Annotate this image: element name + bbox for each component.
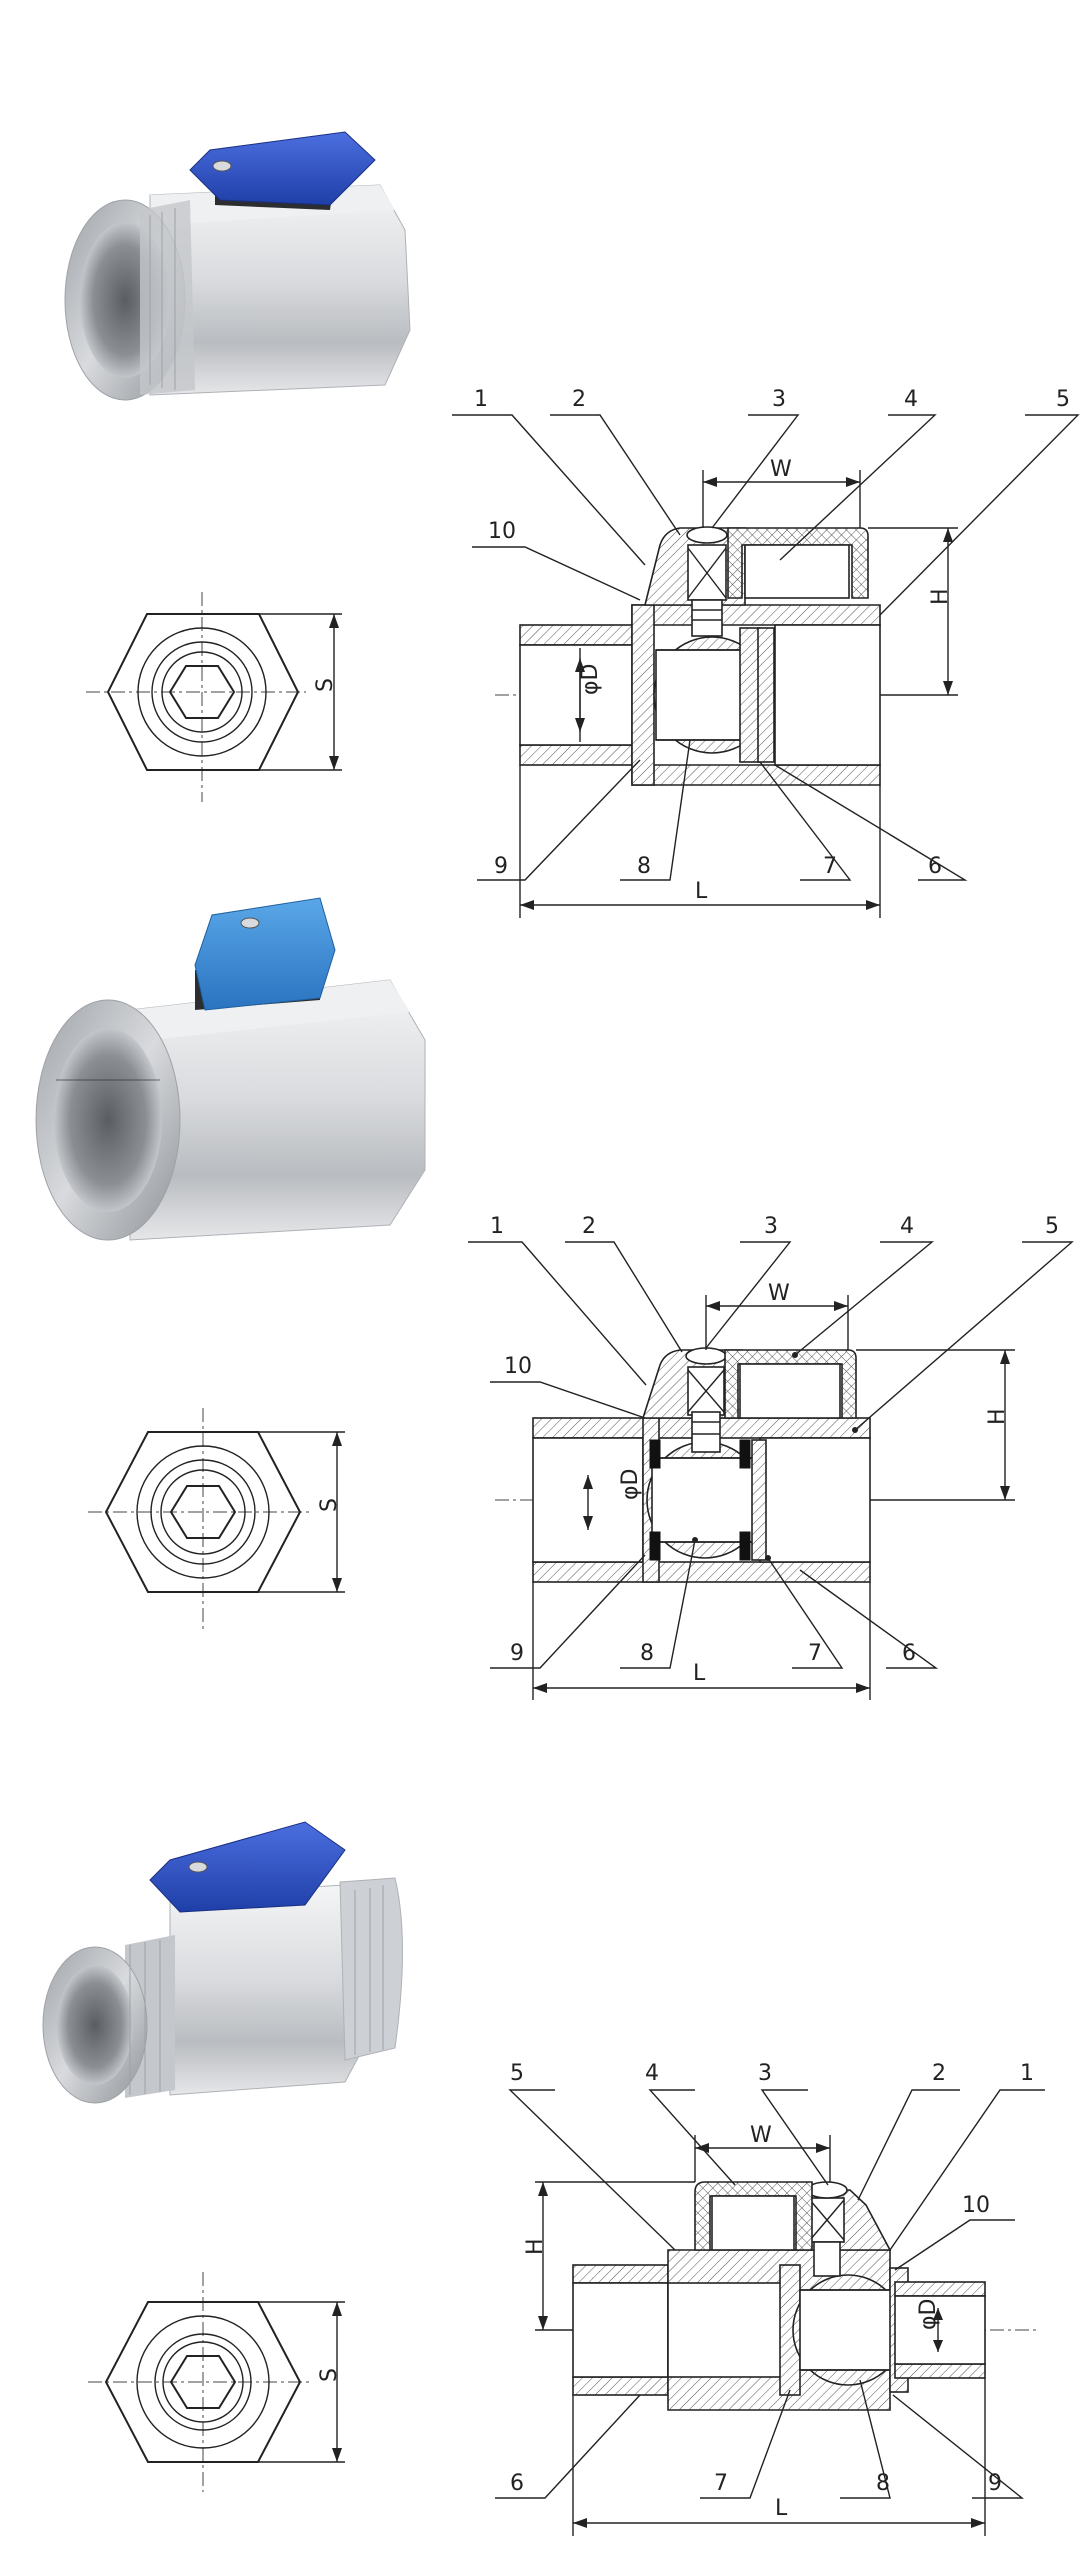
part-label-8: 8: [637, 854, 651, 879]
valve-male-male-photo: [42, 1821, 403, 2104]
part-label-7b: 7: [808, 1641, 822, 1666]
dim-h-1: H: [928, 588, 953, 605]
part-label-3c: 3: [758, 2061, 772, 2086]
dim-w-3: W: [750, 2123, 772, 2148]
part-label-10c: 10: [962, 2193, 990, 2218]
dim-s-3: S: [317, 2368, 342, 2382]
part-label-4c: 4: [645, 2061, 659, 2086]
part-label-9b: 9: [510, 1641, 524, 1666]
dim-l-2: L: [693, 1661, 706, 1686]
part-label-3: 3: [772, 387, 786, 412]
part-label-1c: 1: [1020, 2061, 1034, 2086]
hex-end-view-2: S: [88, 1408, 345, 1632]
dim-h-3: H: [523, 2238, 548, 2255]
part-label-6c: 6: [510, 2471, 524, 2496]
part-label-7c: 7: [714, 2471, 728, 2496]
part-label-10b: 10: [504, 1354, 532, 1379]
dim-w-1: W: [770, 457, 792, 482]
part-label-2b: 2: [582, 1214, 596, 1239]
part-label-4b: 4: [900, 1214, 914, 1239]
part-label-9c: 9: [988, 2471, 1002, 2496]
part-label-9: 9: [494, 854, 508, 879]
valve-section-2: W H φD L 1 2 3 4 5 10 9 8 7 6: [468, 1214, 1074, 1700]
part-label-4: 4: [904, 387, 918, 412]
part-label-2: 2: [572, 387, 586, 412]
dim-d-2: φD: [618, 1469, 643, 1500]
dim-l-1: L: [695, 879, 708, 904]
hex-end-view-3: S: [88, 2272, 345, 2492]
dim-s-1: S: [313, 678, 338, 692]
part-label-6b: 6: [902, 1641, 916, 1666]
valve-female-female-photo: [35, 897, 426, 1241]
valve-section-1: W H φD L 1 2 3 4 5 10 9 8 7 6: [452, 387, 1080, 918]
valve-section-3: W H φD L 5 4 3 2 1 10 6 7 8 9: [495, 2061, 1045, 2536]
part-label-1b: 1: [490, 1214, 504, 1239]
part-label-3b: 3: [764, 1214, 778, 1239]
part-label-5c: 5: [510, 2061, 524, 2086]
part-label-5b: 5: [1045, 1214, 1059, 1239]
part-label-8b: 8: [640, 1641, 654, 1666]
part-label-6: 6: [928, 854, 942, 879]
dim-h-2: H: [985, 1408, 1010, 1425]
part-label-5: 5: [1056, 387, 1070, 412]
valve-male-female-photo: [64, 131, 411, 401]
part-label-7: 7: [823, 854, 837, 879]
part-label-8c: 8: [876, 2471, 890, 2496]
part-label-10: 10: [488, 519, 516, 544]
dim-s-2: S: [317, 1498, 342, 1512]
dim-w-2: W: [768, 1281, 790, 1306]
dim-d-3: φD: [916, 2299, 941, 2330]
part-label-2c: 2: [932, 2061, 946, 2086]
part-label-1: 1: [474, 387, 488, 412]
dim-l-3: L: [775, 2496, 788, 2521]
hex-end-view-1: S: [86, 592, 342, 802]
dim-d-1: φD: [578, 664, 603, 695]
